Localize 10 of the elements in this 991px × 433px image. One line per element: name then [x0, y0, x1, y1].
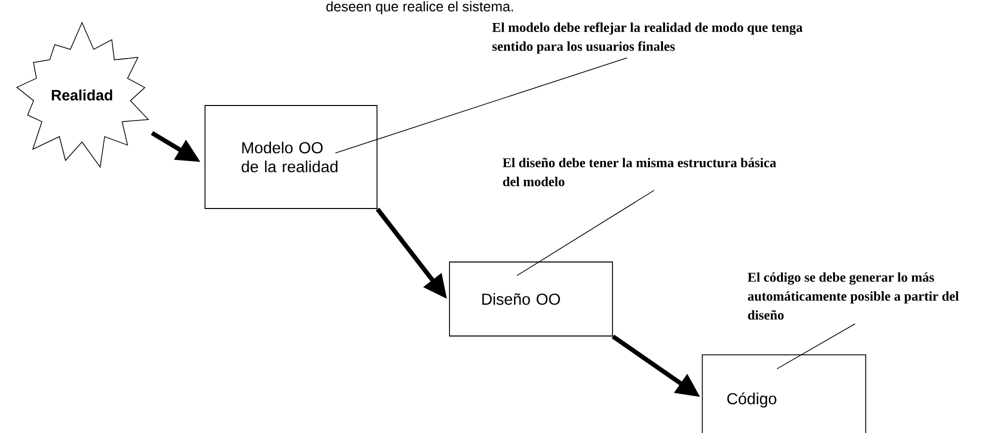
text-line: deseen que realice el sistema.	[326, 1, 513, 14]
leader-line	[335, 57, 628, 154]
annotation-text: El modelo debe reflejar la realidad de modo que tenga sentido para los usuarios finales	[492, 22, 802, 54]
leader-line	[516, 190, 654, 276]
annotation-text: El código se debe generar lo más automáticamente posible a partir del diseño	[748, 272, 959, 320]
process-box: Modelo OO de la realidad	[204, 105, 378, 209]
leader-line	[776, 323, 856, 370]
process-box: Diseño OO	[449, 262, 613, 336]
annotation-text: El diseño debe tener la misma estructura básica del modelo	[502, 158, 776, 186]
process-box: Código	[702, 354, 866, 433]
